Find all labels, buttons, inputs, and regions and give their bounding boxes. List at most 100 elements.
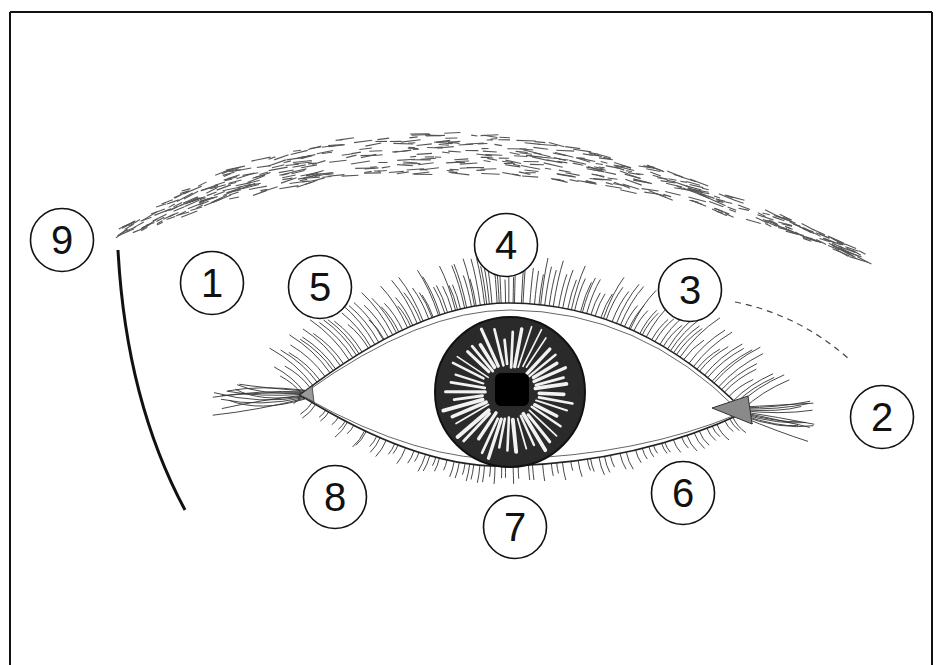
eyebrow-hair <box>229 197 239 199</box>
eyebrow-hair <box>126 227 136 231</box>
eyelash <box>557 463 559 473</box>
eyebrow-hair <box>794 224 812 233</box>
eyelash <box>313 333 343 363</box>
eyebrow-hair <box>260 172 269 174</box>
eyebrow-hair <box>162 200 173 204</box>
eyebrow-hair <box>549 143 565 147</box>
eyebrow-hair <box>300 179 307 180</box>
eyebrow-hair <box>485 154 502 156</box>
eyelash <box>450 461 455 476</box>
eyelash <box>575 279 586 311</box>
eyebrow-hair <box>786 231 799 234</box>
eye-opening <box>300 303 745 466</box>
eyelash <box>334 321 362 352</box>
circle-shape <box>181 252 244 315</box>
eyebrow-hair <box>534 141 545 143</box>
eyelash <box>549 270 556 306</box>
eyebrow-hair <box>291 150 308 154</box>
eyebrow-hair <box>606 183 613 185</box>
eyebrow-hair <box>446 162 461 164</box>
eyelash <box>505 466 506 478</box>
callout-label: 3 <box>657 257 723 323</box>
eyelash <box>620 453 626 469</box>
eyelash <box>353 431 365 447</box>
eyebrow-hair <box>410 156 416 158</box>
eyebrow-hair <box>293 150 301 152</box>
iris-streak <box>443 400 482 411</box>
eyelash <box>237 385 305 394</box>
eyelash <box>630 290 656 329</box>
eyebrow-hair <box>499 137 509 139</box>
eyebrow-hair <box>813 229 825 235</box>
eyebrow-hair <box>226 166 245 170</box>
eyebrow-hair <box>629 174 641 178</box>
eyebrow-hair <box>329 160 346 162</box>
eyebrow-hair <box>650 172 661 176</box>
eyebrow-hair <box>599 166 605 168</box>
eyebrow-hair <box>435 157 441 158</box>
eyebrow-hair <box>370 166 377 168</box>
eyelash <box>626 452 633 469</box>
circle-shape <box>652 462 715 525</box>
eyebrow-hair <box>504 163 515 164</box>
eyebrow-hair <box>447 170 454 172</box>
eyelash <box>513 466 515 484</box>
eyebrow-hair <box>284 161 291 163</box>
eyebrow-hair <box>757 215 773 220</box>
callout-number: 6 <box>672 473 694 513</box>
callout-number: 3 <box>679 270 701 310</box>
eyebrow-hair <box>269 160 286 166</box>
eyebrow-hair <box>481 168 497 169</box>
eyelash <box>518 466 520 479</box>
eyebrow-hair <box>482 148 489 149</box>
eyelash <box>370 438 380 453</box>
eyelash <box>501 466 502 478</box>
eyebrow-hair <box>308 146 321 149</box>
eyelash <box>719 354 763 387</box>
iris <box>435 317 585 467</box>
eyelash <box>605 456 610 472</box>
eyelash <box>213 398 305 415</box>
eyebrow-hair <box>616 166 635 170</box>
eyebrow-hair <box>269 167 288 171</box>
eyebrow-hair <box>559 170 571 172</box>
eyebrow-hair <box>425 156 434 157</box>
eyebrow-hair <box>122 222 134 227</box>
eyebrow-hair <box>198 182 206 186</box>
eyelash <box>559 274 567 307</box>
eyebrow-hair <box>154 209 171 216</box>
eyebrow-hair <box>714 208 722 211</box>
eyebrow-hair <box>438 147 454 148</box>
iris-streak <box>511 332 513 368</box>
eyebrow-hair <box>573 163 583 165</box>
eyebrow-hair <box>317 151 333 154</box>
eyebrow-hair <box>298 157 305 158</box>
eyebrow-hair <box>224 170 230 172</box>
eyebrow-hair <box>803 238 811 241</box>
eyebrow-hair <box>418 163 433 165</box>
eyebrow-hair <box>414 174 432 175</box>
eyebrow-hair <box>392 151 398 153</box>
eyebrow-hair <box>647 165 664 172</box>
eyebrow-hair <box>354 140 372 142</box>
eyebrow-hair <box>524 161 539 162</box>
eyelash <box>697 349 720 369</box>
eyebrow-hair <box>778 222 792 225</box>
eyebrow-hair <box>633 180 649 183</box>
eyebrow-hair <box>231 170 241 172</box>
eyebrow-hair <box>378 170 387 172</box>
eyebrow-hair <box>336 139 344 141</box>
eyebrow-hair <box>626 170 632 172</box>
eyebrow-hair <box>425 135 441 137</box>
eyebrow-hair <box>293 165 306 167</box>
callout-circle: 4 <box>473 212 539 278</box>
eyebrow-hair <box>481 173 499 175</box>
eyebrow-hair <box>524 170 538 171</box>
eyebrow-hair <box>663 194 671 197</box>
eyelash <box>682 437 689 448</box>
eyebrow-hair <box>680 181 687 182</box>
eyelash <box>393 445 398 454</box>
iris-streak <box>521 416 534 445</box>
eyelash <box>541 258 548 305</box>
